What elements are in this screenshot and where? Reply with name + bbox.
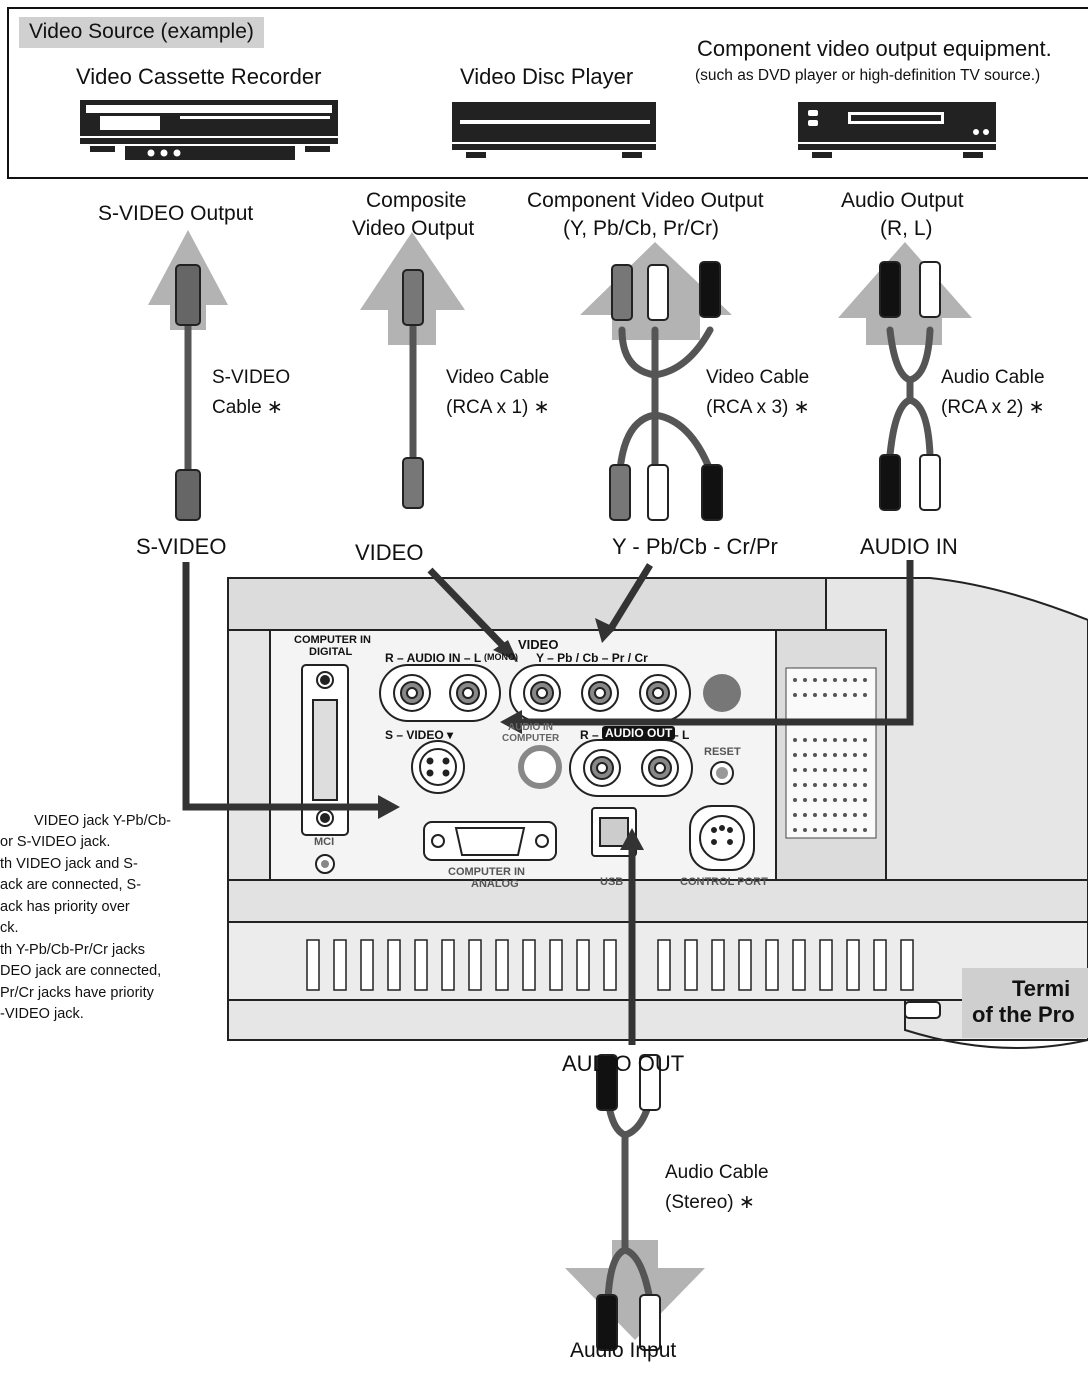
component-cable-label-2: (RCA x 3) ∗ xyxy=(706,397,810,418)
audio-out-jacks xyxy=(569,739,693,797)
panel-audio-in: R – AUDIO IN – L xyxy=(385,651,482,665)
disc-player-title: Video Disc Player xyxy=(460,64,634,89)
note-line: ck. xyxy=(0,920,19,937)
component-cable-label-1: Video Cable xyxy=(706,367,810,388)
note-line: ack has priority over xyxy=(0,898,130,915)
terminal-label-line1: Termi xyxy=(1012,976,1071,1001)
audio-in-jacks xyxy=(379,664,501,722)
panel-mono: (MONO) xyxy=(484,652,518,662)
audio-output-label-2: (R, L) xyxy=(880,217,933,240)
audio-in-computer-jack xyxy=(518,745,562,789)
panel-audio-out-r: R – xyxy=(580,728,599,742)
svideo-jack-label: S-VIDEO xyxy=(136,534,227,559)
component-equipment-note: (such as DVD player or high-definition T… xyxy=(695,67,1041,84)
panel-reset: RESET xyxy=(704,746,741,758)
audio-cable-label-1: Audio Cable xyxy=(941,367,1045,388)
note-line: th Y-Pb/Cb-Pr/Cr jacks xyxy=(0,941,146,958)
sensor-dot xyxy=(703,674,741,712)
video-source-box xyxy=(7,7,1088,179)
audio-input-label: Audio Input xyxy=(570,1339,677,1362)
panel-computer-in: COMPUTER IN xyxy=(294,634,371,646)
svideo-jack xyxy=(411,740,465,794)
note-line: th VIDEO jack and S- xyxy=(0,855,138,872)
video-source-label: Video Source (example) xyxy=(19,17,264,48)
terminal-label-line2: of the Pro xyxy=(972,1002,1075,1027)
vcr-icon xyxy=(80,100,338,160)
cables xyxy=(184,316,934,1304)
panel-control-port: CONTROL PORT xyxy=(680,876,768,888)
panel-ypbpr: Y – Pb / Cb – Pr / Cr xyxy=(536,651,648,665)
video-cable-label-1: Video Cable xyxy=(446,367,550,388)
panel-digital: DIGITAL xyxy=(309,646,353,658)
composite-output-label-2: Video Output xyxy=(352,217,475,240)
panel-audio-out-l: – L xyxy=(672,728,690,742)
note-line: VIDEO jack Y-Pb/Cb- xyxy=(34,813,171,829)
video-jack-label: VIDEO xyxy=(355,540,424,565)
note-line: Pr/Cr jacks have priority xyxy=(0,984,154,1001)
audio-out-jack-label: AUDIO OUT xyxy=(562,1051,685,1076)
note-line: DEO jack are connected, xyxy=(0,963,162,980)
vga-connector xyxy=(423,821,557,861)
panel-audio-in-computer-2: COMPUTER xyxy=(502,733,560,744)
stereo-cable-label-1: Audio Cable xyxy=(665,1162,769,1183)
svideo-cable-label-1: S-VIDEO xyxy=(212,367,291,388)
disc-player-icon xyxy=(452,102,656,158)
panel-svideo: S – VIDEO ▾ xyxy=(385,728,454,742)
video-cable-label-2: (RCA x 1) ∗ xyxy=(446,397,550,418)
panel-usb: USB xyxy=(600,876,624,888)
composite-output-label-1: Composite xyxy=(366,189,467,212)
component-jack-label: Y - Pb/Cb - Cr/Pr xyxy=(612,534,778,559)
terminal-label: Termi of the Pro xyxy=(962,968,1088,1038)
projector-body xyxy=(227,577,1088,1049)
component-player-icon xyxy=(798,102,996,158)
stereo-cable-label-2: (Stereo) ∗ xyxy=(665,1192,755,1213)
control-port-connector xyxy=(689,805,755,871)
component-output-label-1: Component Video Output xyxy=(527,189,764,212)
vcr-title: Video Cassette Recorder xyxy=(76,64,322,89)
video-jacks xyxy=(509,664,691,722)
panel-audio-out-box: AUDIO OUT xyxy=(602,726,676,740)
audio-in-jack-label: AUDIO IN xyxy=(860,534,958,559)
component-output-label-2: (Y, Pb/Cb, Pr/Cr) xyxy=(563,217,719,240)
note-line: -VIDEO jack. xyxy=(0,1006,84,1023)
svideo-cable-label-2: Cable ∗ xyxy=(212,397,283,418)
component-equipment-title: Component video output equipment. xyxy=(697,36,1052,61)
panel-mci: MCI xyxy=(314,836,335,848)
svideo-output-label: S-VIDEO Output xyxy=(98,202,254,225)
audio-output-label-1: Audio Output xyxy=(841,189,964,212)
note-line: or S-VIDEO jack. xyxy=(0,834,111,851)
audio-cable-label-2: (RCA x 2) ∗ xyxy=(941,397,1045,418)
note-line: ack are connected, S- xyxy=(0,877,142,894)
connection-arrows xyxy=(182,560,914,1045)
dvi-connector xyxy=(301,664,349,836)
panel-audio-in-computer-1: AUDIO IN xyxy=(508,722,553,733)
panel-computer-in-analog-2: ANALOG xyxy=(471,878,519,890)
panel-video: VIDEO xyxy=(518,637,559,652)
panel-computer-in-analog-1: COMPUTER IN xyxy=(448,866,525,878)
connection-notes: VIDEO jack Y-Pb/Cb- or S-VIDEO jack. th … xyxy=(0,811,214,1026)
